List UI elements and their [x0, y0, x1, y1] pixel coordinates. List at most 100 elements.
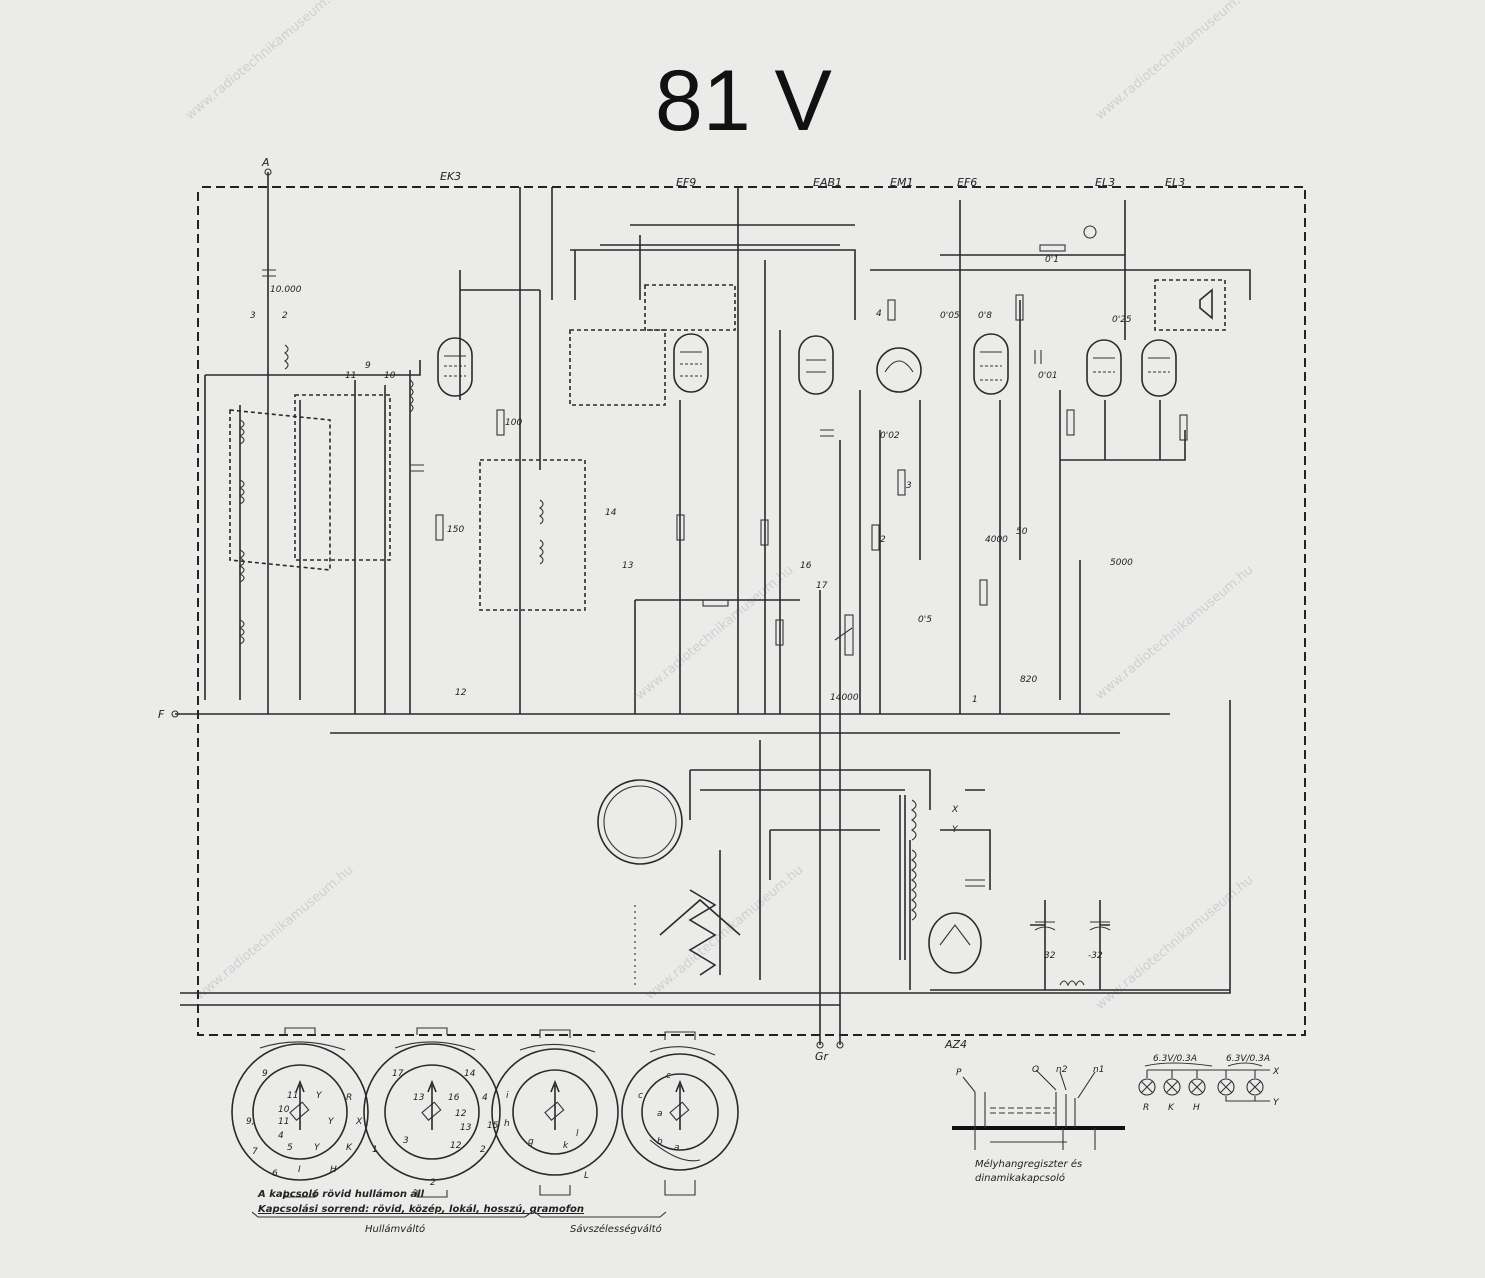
tube-el3-1 [1086, 339, 1122, 397]
lamp-rating: 6.3V/0.3A [1226, 1054, 1270, 1064]
lamp-label: K [1168, 1103, 1175, 1113]
terminal-label: 17 [816, 581, 828, 591]
value-label: 2 [880, 535, 886, 545]
earth-terminal-label: F [158, 708, 165, 721]
pin-label: H [330, 1165, 337, 1175]
lamp-label: R [1143, 1103, 1149, 1113]
tubes [437, 333, 1177, 974]
bandwidth-switch-2 [621, 1031, 739, 1196]
lamp [1246, 1078, 1264, 1096]
terminal-label: 12 [455, 688, 467, 698]
value-label: 0'1 [1045, 255, 1059, 265]
value-label: 100 [505, 418, 522, 428]
pin-label: 9 [262, 1069, 268, 1079]
pin-label: 14 [464, 1069, 476, 1079]
value-label: 0'05 [940, 311, 960, 321]
lamp-rating: 6.3V/0.3A [1153, 1054, 1197, 1064]
value-label: 0'25 [1112, 315, 1132, 325]
wave-switch-1 [231, 1027, 369, 1198]
contact-label: n1 [1093, 1065, 1104, 1075]
voltage-selector [597, 779, 683, 865]
tube-label-ek3: EK3 [440, 170, 461, 183]
tube-eab1 [798, 335, 834, 395]
terminal-label: 2 [282, 311, 288, 321]
bass-switch-caption: dinamikakapcsoló [975, 1172, 1065, 1184]
lamp [1188, 1078, 1206, 1096]
pin-label: c [666, 1071, 671, 1081]
tube-ek3 [437, 337, 473, 397]
value-label: 14000 [830, 693, 859, 703]
pin-label: k [563, 1141, 569, 1151]
pin-label: Y [328, 1117, 335, 1127]
gramophone-terminal-label: Gr [815, 1050, 830, 1063]
pin-label: c [638, 1091, 643, 1101]
switch-note: A kapcsoló rövid hullámon áll [257, 1188, 425, 1200]
pin-label: I [298, 1165, 301, 1175]
value-label: 5000 [1110, 558, 1133, 568]
pin-label: 7 [252, 1147, 258, 1157]
wave-switch-caption: Hullámváltó [365, 1223, 425, 1235]
pin-label: 9, [246, 1117, 255, 1127]
lamp-label: H [1193, 1103, 1200, 1113]
value-label: 10.000 [270, 285, 302, 295]
terminal-label: 9 [365, 361, 371, 371]
pin-label: Y [314, 1143, 321, 1153]
pin-label: K [346, 1143, 353, 1153]
terminal-label: 13 [622, 561, 634, 571]
terminal-label: 10 [384, 371, 396, 381]
tube-labels: EK3 EF9 EAB1 EM1 EF6 EL3 EL3 AZ4 [440, 170, 1185, 1051]
switch-captions: A kapcsoló rövid hullámon áll Kapcsolási… [251, 1188, 667, 1235]
watermark: www.radiotechnikamuseum.hu [193, 863, 356, 1004]
value-label: 3 [906, 481, 912, 491]
pin-label: i [506, 1091, 509, 1101]
switch-pin-labels: 9 9, 7 6 R X K H 11 10 11 4 5 Y Y Y I 17… [246, 1069, 680, 1188]
pin-label: 16 [448, 1093, 460, 1103]
tube-label-em1: EM1 [890, 176, 913, 189]
bass-switch-caption: Mélyhangregiszter és [975, 1158, 1082, 1170]
switch-order: Kapcsolási sorrend: rövid, közép, lokál,… [258, 1203, 584, 1215]
pin-label: a [674, 1143, 680, 1153]
pin-label: 12 [455, 1109, 467, 1119]
value-label: 150 [447, 525, 464, 535]
pin-label: g [528, 1137, 534, 1147]
lamp-y-label: Y [1273, 1098, 1280, 1108]
watermark: www.radiotechnikamuseum.hu [633, 563, 796, 704]
value-label: 1 [972, 695, 978, 705]
pin-label: 17 [392, 1069, 404, 1079]
pin-label: 5 [287, 1143, 293, 1153]
pin-label: 11 [278, 1117, 289, 1127]
bandwidth-switch-caption: Sávszélességváltó [570, 1223, 662, 1235]
diagram-title: 81 V [655, 53, 832, 149]
pin-label: b [657, 1137, 663, 1147]
tube-ef9 [673, 333, 709, 393]
terminal-label: 16 [800, 561, 812, 571]
value-label: 4000 [985, 535, 1008, 545]
value-label: 4 [876, 309, 882, 319]
tube-label-el3-1: EL3 [1095, 176, 1115, 189]
lamp [1217, 1078, 1235, 1096]
value-label: -32 [1088, 951, 1103, 961]
pin-label: Y [316, 1091, 323, 1101]
pin-label: R [346, 1093, 352, 1103]
bass-switch: P O n2 n1 Mélyhangregiszter és dinamikak… [952, 1065, 1125, 1184]
pin-label: l [576, 1129, 579, 1139]
pin-label: 2 [480, 1145, 486, 1155]
pin-label: 6 [272, 1169, 278, 1179]
pin-label: L [584, 1171, 589, 1181]
pin-label: a [657, 1109, 663, 1119]
terminals: A F Gr 3 2 11 10 9 12 13 14 16 17 X Y [158, 156, 959, 1063]
antenna-terminal-label: A [261, 156, 270, 169]
pin-label: 1 [372, 1145, 378, 1155]
watermark: www.radiotechnikamuseum.hu [1093, 563, 1256, 704]
value-label: 0'8 [978, 311, 992, 321]
component-values: 10.000 5000 100 150 0'5 2 3 4 50 0'1 0'0… [270, 255, 1133, 961]
tube-label-el3-2: EL3 [1165, 176, 1185, 189]
pin-label: 13 [413, 1093, 425, 1103]
contact-label: O [1032, 1065, 1039, 1075]
pin-label: 4 [278, 1131, 284, 1141]
tube-label-az4: AZ4 [944, 1038, 967, 1051]
watermark: www.radiotechnikamuseum.hu [1093, 0, 1256, 123]
tube-label-ef9: EF9 [676, 176, 696, 189]
dial-lamps: 6.3V/0.3A 6.3V/0.3A R K H X Y [1138, 1054, 1280, 1113]
